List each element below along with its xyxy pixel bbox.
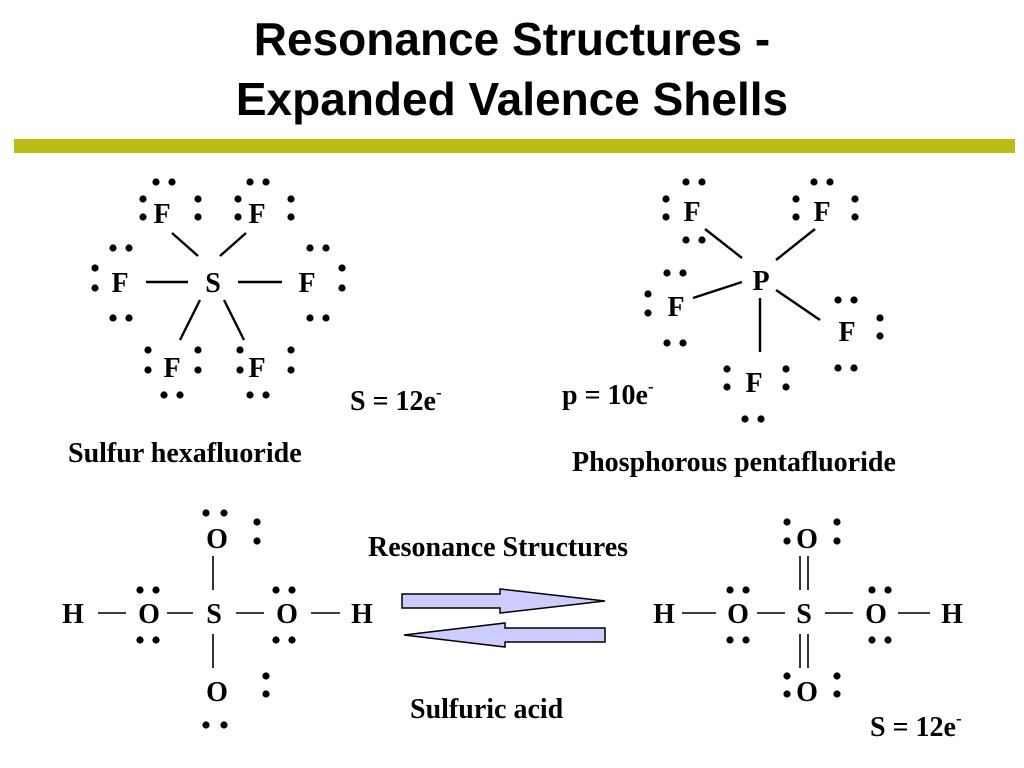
pf5-fluorine: F (745, 368, 762, 399)
reverse-arrow-icon (403, 622, 606, 648)
pf5-caption: Phosphorous pentafluoride (572, 447, 896, 478)
hydrogen-left: H (62, 599, 84, 630)
oxygen-left: O (138, 599, 160, 630)
pf5-bond (775, 289, 821, 321)
sulfur: S (206, 599, 222, 630)
left-lone-pairs (136, 509, 296, 729)
sf6-fluorine: F (163, 353, 180, 384)
sf6-bond (178, 299, 202, 341)
sulfuric-acid-left: H O S O H O O (62, 509, 373, 729)
resonance-label: Resonance Structures (368, 532, 628, 563)
sf6-electron-count: S = 12e- (350, 383, 442, 417)
oxygen-bottom: O (206, 677, 228, 708)
pf5-fluorine: F (683, 197, 700, 228)
sf6-fluorine: F (111, 268, 128, 299)
oxygen-bottom: O (796, 677, 818, 708)
sf6-bond (171, 232, 199, 257)
sf6-bond (219, 232, 247, 257)
sf6-central-atom: S (205, 268, 221, 299)
sulfuric-acid-electron-count: S = 12e- (870, 709, 962, 743)
oxygen-top: O (206, 524, 228, 555)
sulfuric-acid-right: H O S O H O O S = 12e- (653, 518, 963, 743)
pf5-fluorine: F (667, 292, 684, 323)
sulfur: S (796, 599, 812, 630)
oxygen-right: O (865, 599, 887, 630)
oxygen-top: O (796, 524, 818, 555)
pf5-bond (704, 228, 743, 259)
right-lone-pairs (726, 518, 892, 698)
sf6-structure: S F F F F F F S = 12e- (68, 178, 442, 469)
pf5-structure: P F F F F F p = 10e- Phosphorous pentafl… (562, 178, 896, 478)
sf6-fluorine: F (153, 199, 170, 230)
sulfuric-acid-caption: Sulfuric acid (410, 694, 564, 725)
sf6-bond (222, 299, 246, 341)
forward-arrow-icon (401, 588, 606, 614)
title-line-2: Expanded Valence Shells (235, 73, 789, 125)
pf5-electron-count: p = 10e- (562, 377, 654, 411)
pf5-fluorine: F (838, 317, 855, 348)
sf6-fluorine: F (248, 353, 265, 384)
sf6-caption: Sulfur hexafluoride (68, 438, 302, 469)
pf5-bond (692, 280, 743, 300)
pf5-central-atom: P (752, 266, 769, 297)
sf6-fluorine: F (248, 199, 265, 230)
title-rule (14, 139, 1015, 153)
title-line-1: Resonance Structures - (253, 13, 771, 65)
sf6-fluorine: F (298, 268, 315, 299)
sf6-lone-pairs (91, 178, 346, 399)
hydrogen-left: H (653, 599, 675, 630)
hydrogen-right: H (941, 599, 963, 630)
pf5-bond (775, 228, 816, 261)
oxygen-right: O (276, 599, 298, 630)
pf5-fluorine: F (813, 197, 830, 228)
pf5-lone-pairs (644, 178, 884, 423)
hydrogen-right: H (351, 599, 373, 630)
oxygen-left: O (727, 599, 749, 630)
